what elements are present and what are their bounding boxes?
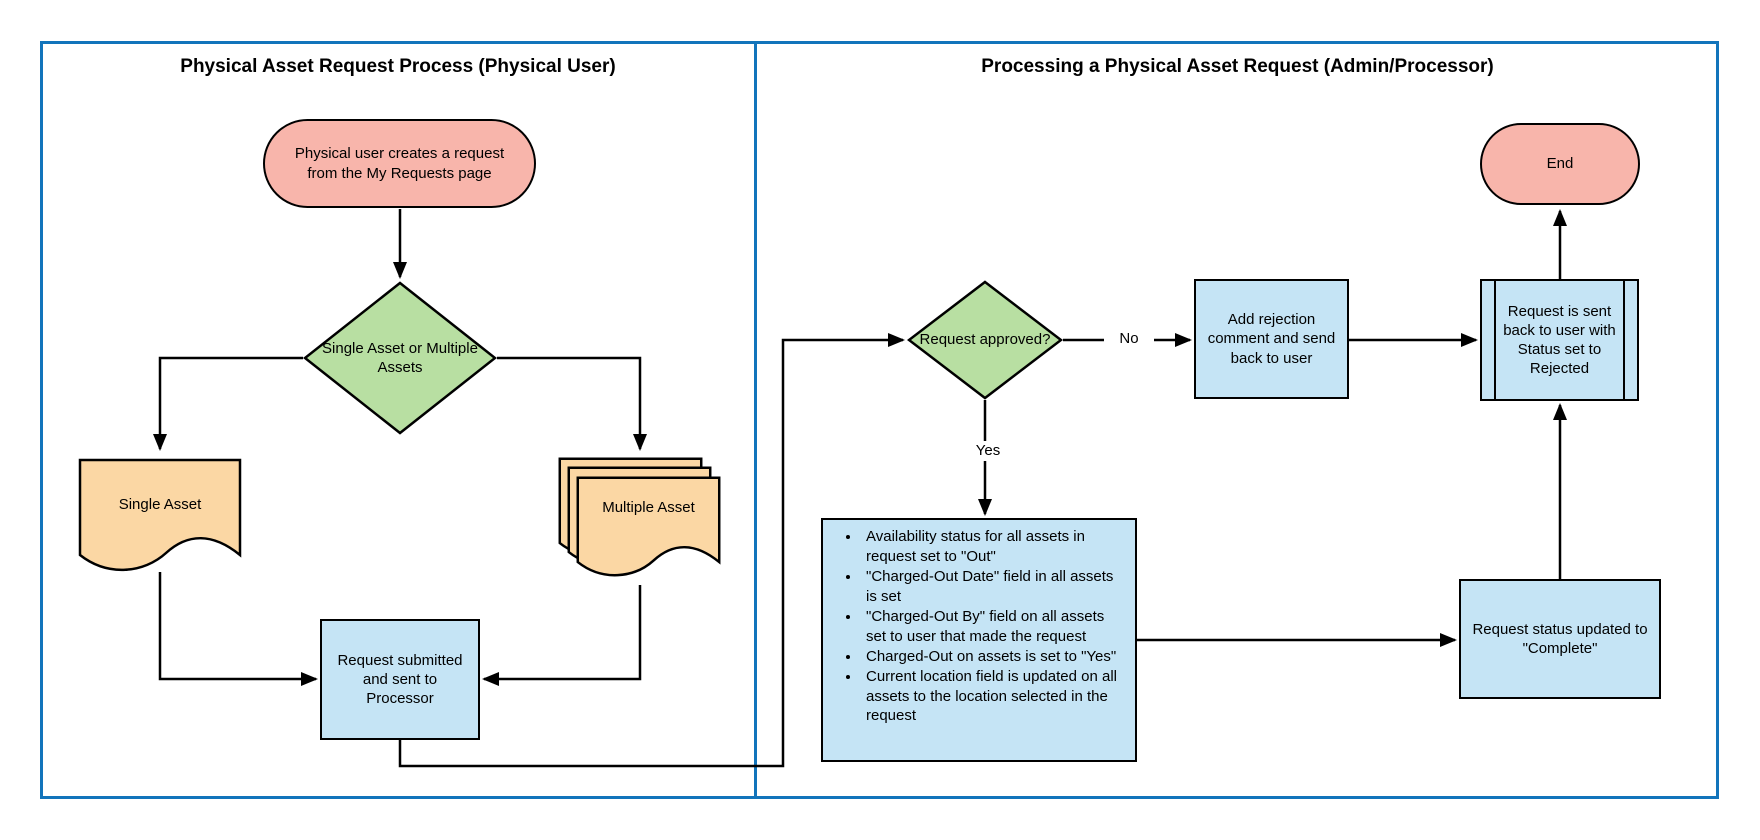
list-item: Current location field is updated on all… (861, 667, 1127, 727)
multiple-asset-documents: Multiple Asset (558, 457, 721, 586)
multiple-asset-label: Multiple Asset (602, 499, 695, 516)
sent-back-predefined-box: Request is sent back to user with Status… (1480, 279, 1639, 401)
start-terminator: Physical user creates a request from the… (263, 119, 536, 208)
complete-process-box: Request status updated to "Complete" (1459, 579, 1661, 699)
submit-label: Request submitted and sent to Processor (337, 651, 463, 708)
submit-process-box: Request submitted and sent to Processor (320, 619, 480, 740)
end-label: End (1546, 155, 1574, 173)
sent-back-inner: Request is sent back to user with Status… (1494, 281, 1625, 399)
start-label: Physical user creates a request from the… (294, 145, 505, 182)
decision-single-or-multiple: Single Asset or Multiple Assets (303, 281, 497, 435)
yes-branch-label: Yes (962, 441, 1014, 461)
decision1-label: Single Asset or Multiple Assets (322, 339, 478, 376)
decision-diamond-shape (303, 281, 497, 435)
complete-label: Request status updated to "Complete" (1472, 620, 1648, 657)
no-branch-label: No (1104, 329, 1154, 349)
list-item: Availability status for all assets in re… (861, 527, 1127, 567)
outer-frame (40, 41, 1719, 799)
document-shape-front (576, 476, 721, 577)
panel-divider (754, 41, 757, 799)
list-item: Charged-Out on assets is set to "Yes" (861, 647, 1127, 667)
decision-diamond-shape (907, 280, 1063, 400)
decision-request-approved: Request approved? (907, 280, 1063, 400)
decision2-label: Request approved? (919, 331, 1051, 349)
list-item: "Charged-Out By" field on all assets set… (861, 607, 1127, 647)
list-item: "Charged-Out Date" field in all assets i… (861, 567, 1127, 607)
document-shape (78, 458, 242, 572)
end-terminator: End (1480, 123, 1640, 205)
single-asset-document: Single Asset (78, 458, 242, 582)
left-panel-title: Physical Asset Request Process (Physical… (180, 56, 616, 77)
reject-label: Add rejection comment and send back to u… (1207, 311, 1336, 367)
approval-updates-list: Availability status for all assets in re… (829, 527, 1127, 726)
approval-updates-box: Availability status for all assets in re… (821, 518, 1137, 762)
right-panel-title: Processing a Physical Asset Request (Adm… (981, 56, 1494, 77)
sent-back-label: Request is sent back to user with Status… (1503, 302, 1616, 378)
reject-process-box: Add rejection comment and send back to u… (1194, 279, 1349, 399)
single-asset-label: Single Asset (118, 496, 202, 513)
